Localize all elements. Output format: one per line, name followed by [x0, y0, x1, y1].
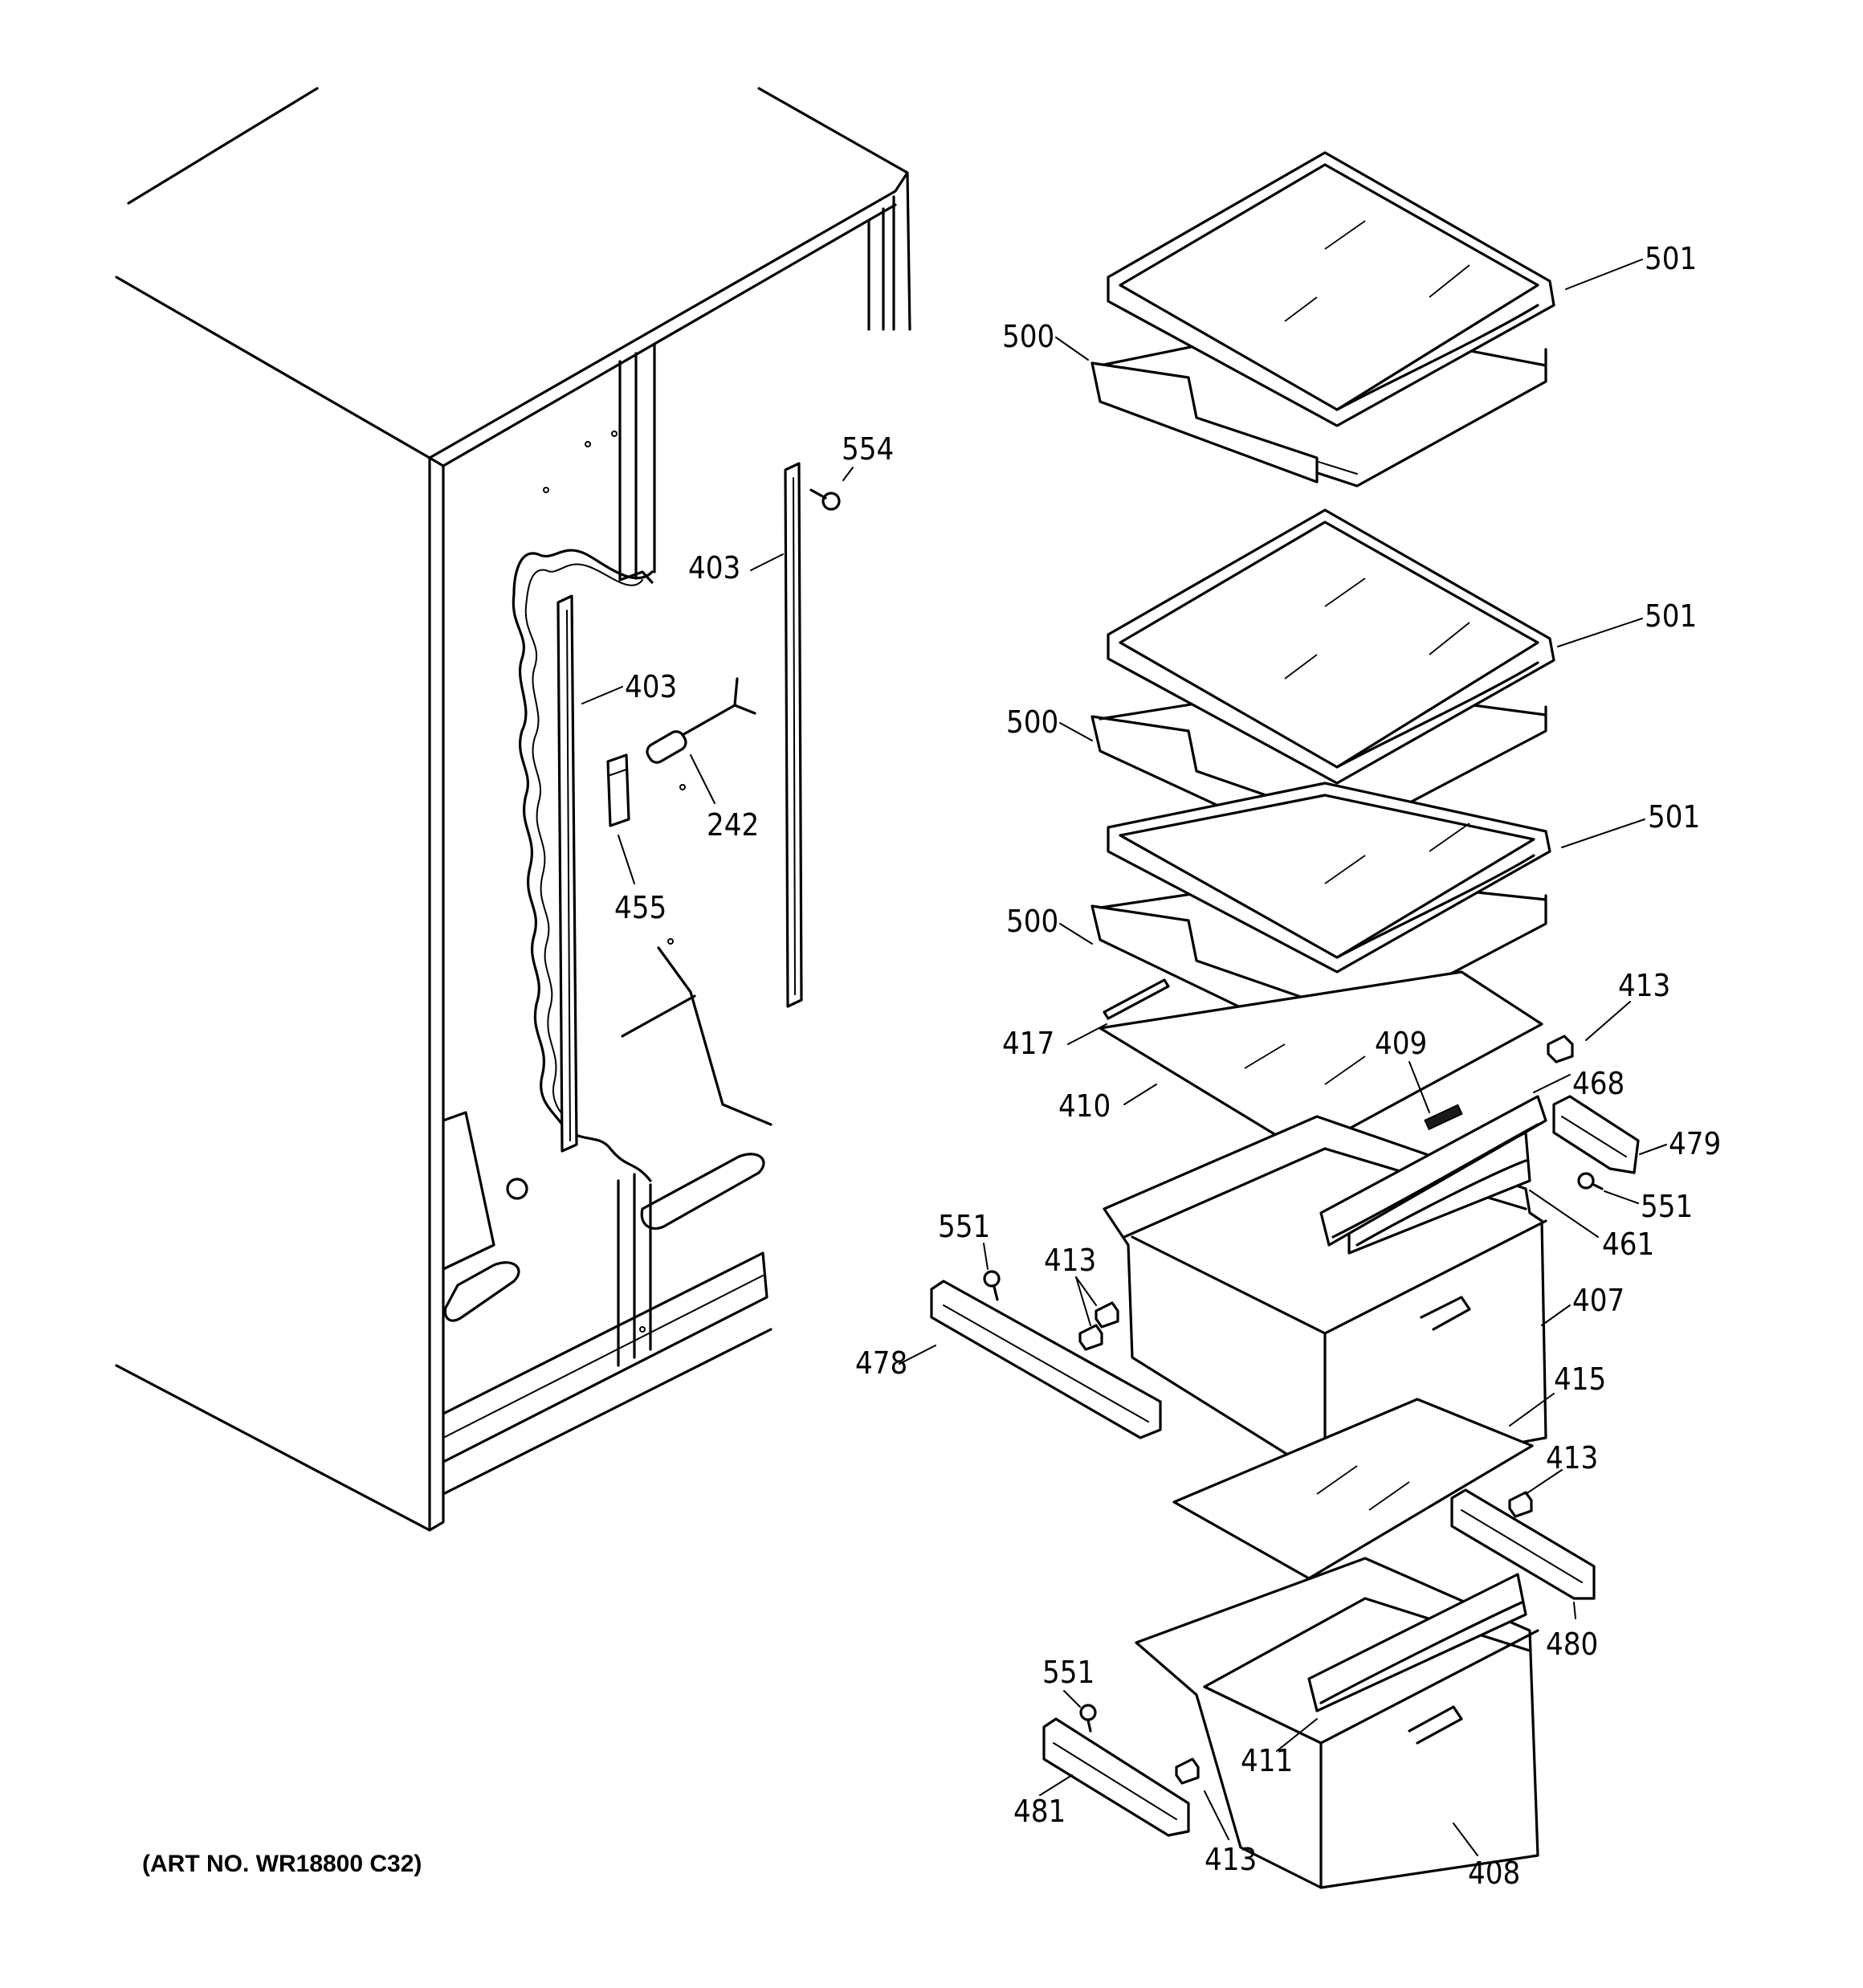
callout-468-b: 413 — [1044, 1243, 1096, 1278]
stop-clip-468-c — [1508, 1491, 1533, 1518]
slide-rail-478 — [930, 1280, 1162, 1439]
glass-cover-415 — [1172, 1398, 1534, 1580]
bracket-455 — [606, 753, 630, 827]
callout-468-d: 413 — [1205, 1842, 1257, 1877]
sensor-242 — [646, 677, 756, 764]
callout-479: 479 — [1669, 1126, 1721, 1161]
callout-501-a: 501 — [1645, 241, 1697, 276]
cabinet-drawing — [115, 87, 911, 1532]
callout-551-c: 551 — [1042, 1655, 1095, 1690]
callout-403-b: 403 — [625, 669, 677, 704]
screw-554 — [809, 488, 841, 511]
drawer-front-410 — [1319, 1095, 1547, 1247]
callout-455: 455 — [614, 890, 667, 925]
callout-500-b: 500 — [1006, 704, 1058, 740]
callout-407: 407 — [1572, 1283, 1625, 1318]
crisper-drawer-408 — [1135, 1557, 1539, 1889]
stop-clip-468-b — [1078, 1301, 1119, 1351]
callout-478: 478 — [855, 1345, 907, 1381]
callout-408: 408 — [1468, 1855, 1520, 1891]
callout-242: 242 — [707, 807, 759, 843]
callout-413: 409 — [1375, 1026, 1427, 1061]
glass-cover-409 — [1099, 970, 1543, 1154]
callout-551-b: 551 — [938, 1209, 990, 1244]
callout-554: 554 — [842, 431, 894, 467]
callout-468-a: 413 — [1618, 968, 1670, 1003]
callout-410: 468 — [1572, 1066, 1625, 1101]
callout-415: 415 — [1554, 1361, 1606, 1397]
callout-551-a: 551 — [1641, 1189, 1693, 1224]
art-number: (ART NO. WR18800 C32) — [142, 1851, 422, 1877]
screw-551-b — [983, 1270, 1001, 1301]
shelf-ladder-left — [556, 594, 578, 1153]
callout-501-b: 501 — [1645, 598, 1697, 634]
stop-clip-468-a — [1547, 1035, 1574, 1063]
callout-411: 411 — [1241, 1743, 1293, 1778]
callout-468-c: 413 — [1546, 1440, 1598, 1476]
callout-480: 480 — [1546, 1627, 1598, 1662]
humidity-control-413 — [1424, 1104, 1463, 1131]
callout-417: 417 — [1002, 1026, 1054, 1061]
callout-481: 481 — [1013, 1794, 1066, 1829]
callout-500-a: 500 — [1002, 319, 1054, 354]
callout-labels: 501 500 554 403 501 403 500 242 455 501 … — [614, 241, 1721, 1891]
slide-rail-480 — [1450, 1488, 1596, 1600]
screw-551-c — [1079, 1704, 1097, 1733]
rail-417 — [1103, 978, 1170, 1020]
crisper-drawer-407 — [1103, 1115, 1547, 1480]
callout-403-a: 403 — [688, 550, 740, 586]
callout-461: 461 — [1602, 1227, 1654, 1262]
shelf-1 — [1090, 151, 1555, 488]
stop-clip-468-d — [1175, 1757, 1200, 1785]
slide-rail-481 — [1042, 1717, 1190, 1837]
screw-551-a — [1577, 1172, 1604, 1190]
callout-409: 410 — [1058, 1088, 1111, 1124]
leader-lines — [581, 259, 1667, 1856]
callout-501-c: 501 — [1648, 799, 1700, 835]
callout-500-c: 500 — [1006, 904, 1058, 939]
slide-rail-479 — [1552, 1095, 1640, 1174]
shelf-ladder-right — [784, 462, 803, 1008]
